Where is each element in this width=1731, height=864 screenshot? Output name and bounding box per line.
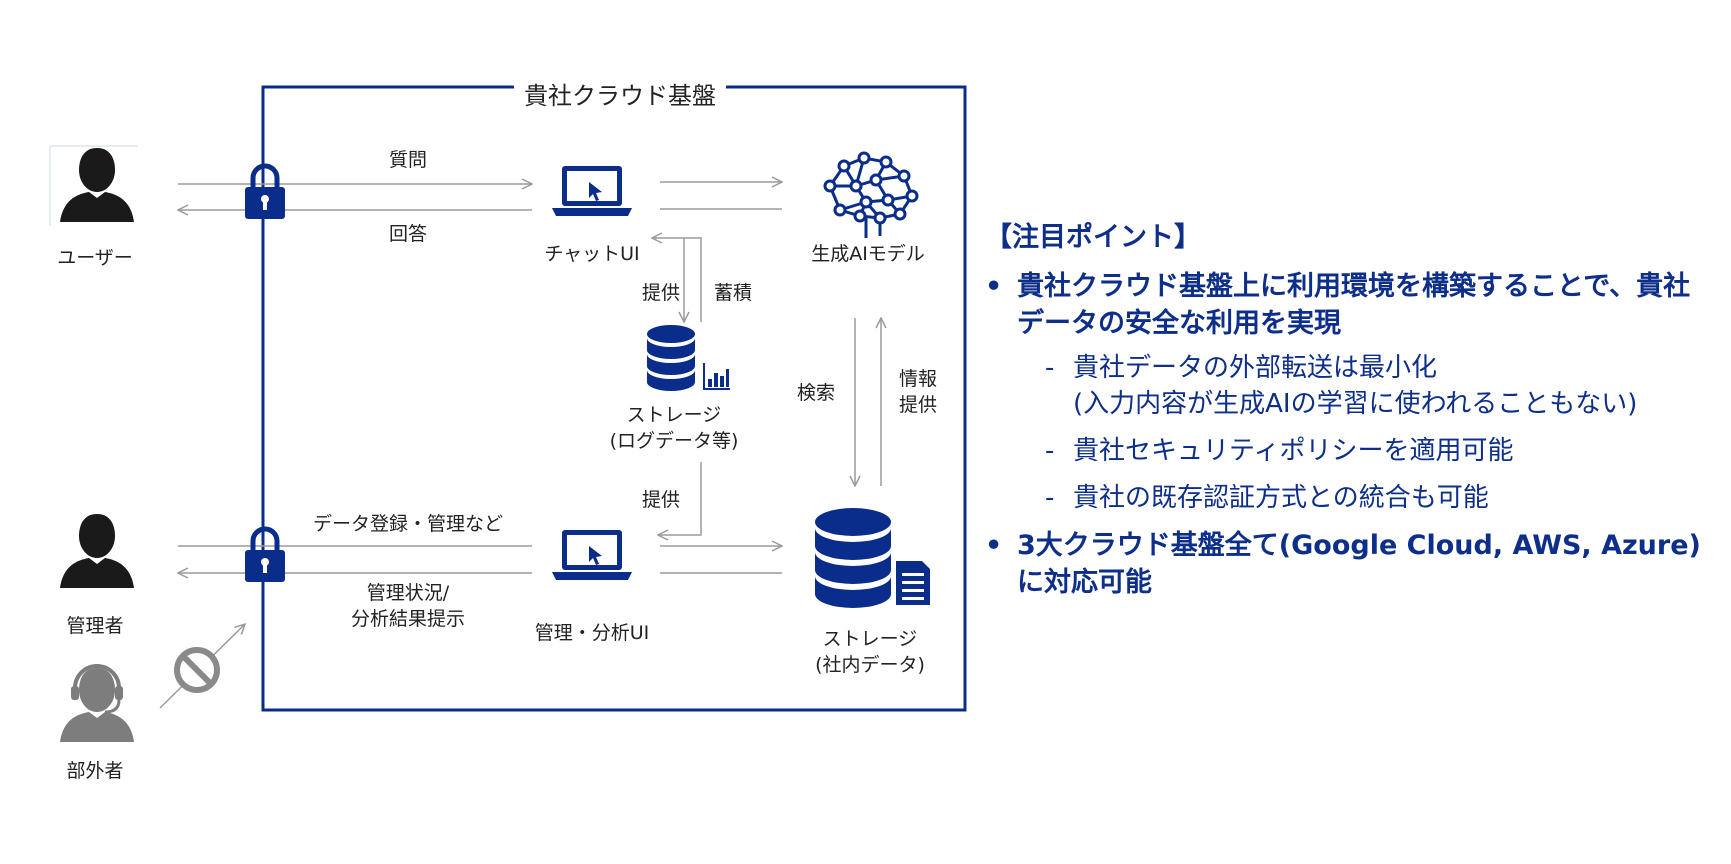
flow-label-search: 検索 (796, 382, 836, 404)
sub-point-1: - 貴社データの外部転送は最小化 (入力内容が生成AIの学習に使われることもない… (1045, 353, 1638, 419)
flow-label-accumulate: 蓄積 (713, 282, 753, 304)
user-flow-arrows (178, 182, 782, 210)
search-arrows (855, 318, 881, 486)
component-label-admin-ui: 管理・分析UI (534, 622, 650, 644)
bullet-dot-icon: • (985, 271, 1003, 302)
sub-point-2: - 貴社セキュリティポリシーを適用可能 (1045, 436, 1514, 466)
component-label-internal-storage: ストレージ (社内データ) (815, 628, 925, 676)
headset-person-icon (60, 664, 134, 742)
prohibited-icon (174, 647, 220, 693)
key-point-1: • 貴社クラウド基盤上に利用環境を構築することで、貴社データの安全な利用を実現 (985, 268, 1705, 342)
flow-label-question: 質問 (388, 149, 428, 171)
bullet-dot-icon: • (985, 530, 1003, 561)
flow-label-data-register: データ登録・管理など (312, 513, 504, 535)
actor-label-admin: 管理者 (66, 615, 124, 637)
sub-point-3: - 貴社の既存認証方式との統合も可能 (1045, 483, 1489, 513)
admin-ui-laptop-icon (552, 530, 632, 580)
key-points-heading: 【注目ポイント】 (985, 222, 1201, 253)
flow-label-status: 管理状況/ 分析結果提示 (350, 582, 466, 630)
flow-label-provide-1: 提供 (641, 282, 681, 304)
neural-network-brain-icon (823, 151, 919, 238)
internal-database-icon (815, 508, 891, 608)
key-point-2: • 3大クラウド基盤全て(Google Cloud, AWS, Azure)に対… (985, 527, 1705, 601)
platform-title: 貴社クラウド基盤 (514, 76, 726, 111)
user-person-icon (60, 148, 134, 222)
bar-chart-icon (702, 363, 730, 390)
actor-label-outsider: 部外者 (66, 760, 124, 782)
component-label-chat-ui: チャットUI (544, 243, 640, 265)
key-points-panel: 【注目ポイント】 • 貴社クラウド基盤上に利用環境を構築することで、貴社データの… (985, 215, 1705, 607)
log-database-icon (647, 325, 695, 391)
component-label-log-storage: ストレージ (ログデータ等) (609, 404, 739, 452)
key-point-1-subitems: - 貴社データの外部転送は最小化 (入力内容が生成AIの学習に使われることもない… (985, 350, 1705, 516)
provide-arrow-up (652, 238, 702, 322)
actor-label-user: ユーザー (57, 247, 133, 269)
component-label-ai-model: 生成AIモデル (811, 243, 925, 265)
admin-person-icon (60, 514, 134, 588)
log-storage-arrows (652, 238, 702, 535)
padlock-icon (245, 529, 285, 582)
flow-label-answer: 回答 (388, 223, 428, 245)
padlock-icon (245, 166, 285, 219)
document-icon (891, 557, 935, 609)
flow-label-info-provide: 情報 提供 (898, 368, 938, 416)
provide-arrow-to-admin (658, 462, 702, 535)
chat-ui-laptop-icon (552, 166, 632, 216)
flow-label-provide-2: 提供 (641, 489, 681, 511)
